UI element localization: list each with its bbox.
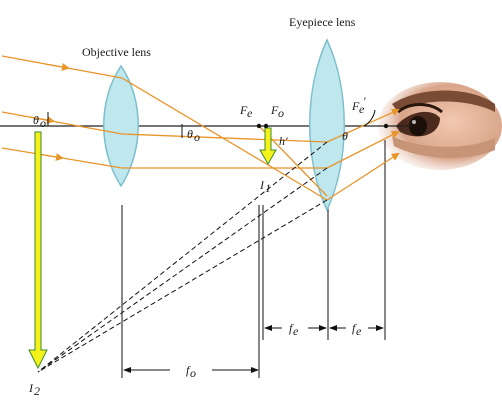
svg-text:F: F [239,103,248,117]
svg-text:θ: θ [187,127,193,141]
dim-fo-label: f o [186,363,196,380]
svg-text:e: e [359,102,365,116]
svg-text:f: f [352,321,357,335]
dim-fe-2-label: f e [352,321,362,338]
svg-text:e: e [247,106,253,120]
svg-text:′: ′ [363,94,366,108]
fo-label: F o [270,103,284,120]
svg-text:f: f [289,321,294,335]
incoming-ray-arrows [29,63,70,161]
svg-text:1: 1 [265,181,271,195]
svg-text:o: o [190,366,196,380]
objective-lens-label: Objective lens [82,45,151,59]
fe-label: F e [239,103,253,120]
svg-text:F: F [270,103,279,117]
h-prime-label: h′ [279,134,288,148]
svg-text:o: o [278,106,284,120]
theta-arc [363,109,376,127]
svg-text:2: 2 [34,384,40,398]
virtual-rays [37,141,328,373]
dim-fe-1-label: f e [289,321,299,338]
svg-text:e: e [293,324,299,338]
fo-point [263,123,269,129]
intermediate-rays [121,77,328,201]
image-i1-arrow [259,127,277,166]
svg-text:F: F [351,99,360,113]
i2-label: I 2 [28,381,40,398]
svg-text:I: I [28,381,34,395]
image-i2-arrow [28,131,48,370]
svg-text:I: I [259,178,265,192]
fe-prime-point [383,123,389,129]
eye-image [378,82,502,170]
guide-lines [121,140,386,378]
svg-text:θ: θ [33,113,39,127]
eyepiece-lens-label: Eyepiece lens [289,15,356,29]
svg-text:o: o [194,130,200,144]
theta-label: θ [342,129,348,143]
theta-o-mid-label: θ o [187,127,200,144]
svg-text:e: e [356,324,362,338]
fe-point [256,123,262,129]
fe-prime-label: F e ′ [351,94,366,116]
theta-o-left-label: θ o [33,113,46,130]
objective-lens [103,64,139,188]
svg-text:o: o [40,116,46,130]
svg-text:f: f [186,363,191,377]
i1-label: I 1 [259,178,271,195]
emerging-rays [326,108,400,201]
